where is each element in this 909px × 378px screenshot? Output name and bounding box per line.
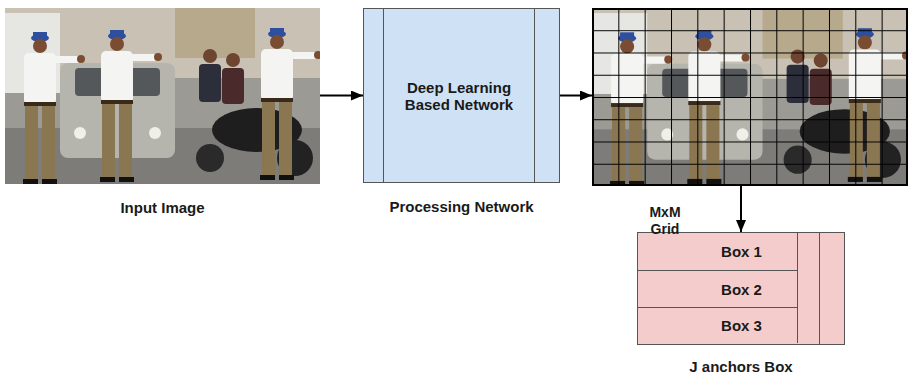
anchor-row: Box 1 — [638, 233, 798, 271]
grid-border — [593, 9, 907, 185]
grid-label: MxM Grid — [642, 204, 688, 238]
flow-arrow — [320, 95, 363, 97]
network-box: Deep Learning Based NetworkProcessing Ne… — [363, 8, 560, 183]
stage-label: Processing Network — [324, 198, 599, 215]
divider-line — [534, 9, 535, 182]
anchor-box: Box 1Box 2Box 3J anchors Box — [637, 232, 845, 345]
network-name: Deep Learning Based Network — [384, 9, 534, 182]
image-label: Input Image — [0, 199, 360, 216]
anchor-label: J anchors Box — [598, 358, 884, 375]
flow-arrow — [740, 186, 742, 232]
flow-arrow — [560, 95, 592, 97]
anchor-name: Box 2 — [638, 271, 797, 307]
grid-image: MxM Grid — [592, 8, 908, 186]
divider-line — [383, 9, 384, 182]
anchor-name: Box 3 — [638, 308, 797, 343]
street-photo — [5, 8, 322, 184]
anchor-row: Box 3 — [638, 308, 798, 343]
grid-lines — [592, 8, 908, 186]
street-photo — [592, 8, 909, 186]
anchor-row: Box 2 — [638, 271, 798, 308]
input-image: Input Image — [5, 8, 320, 184]
divider-line — [819, 233, 820, 344]
anchor-name: Box 1 — [638, 233, 797, 270]
